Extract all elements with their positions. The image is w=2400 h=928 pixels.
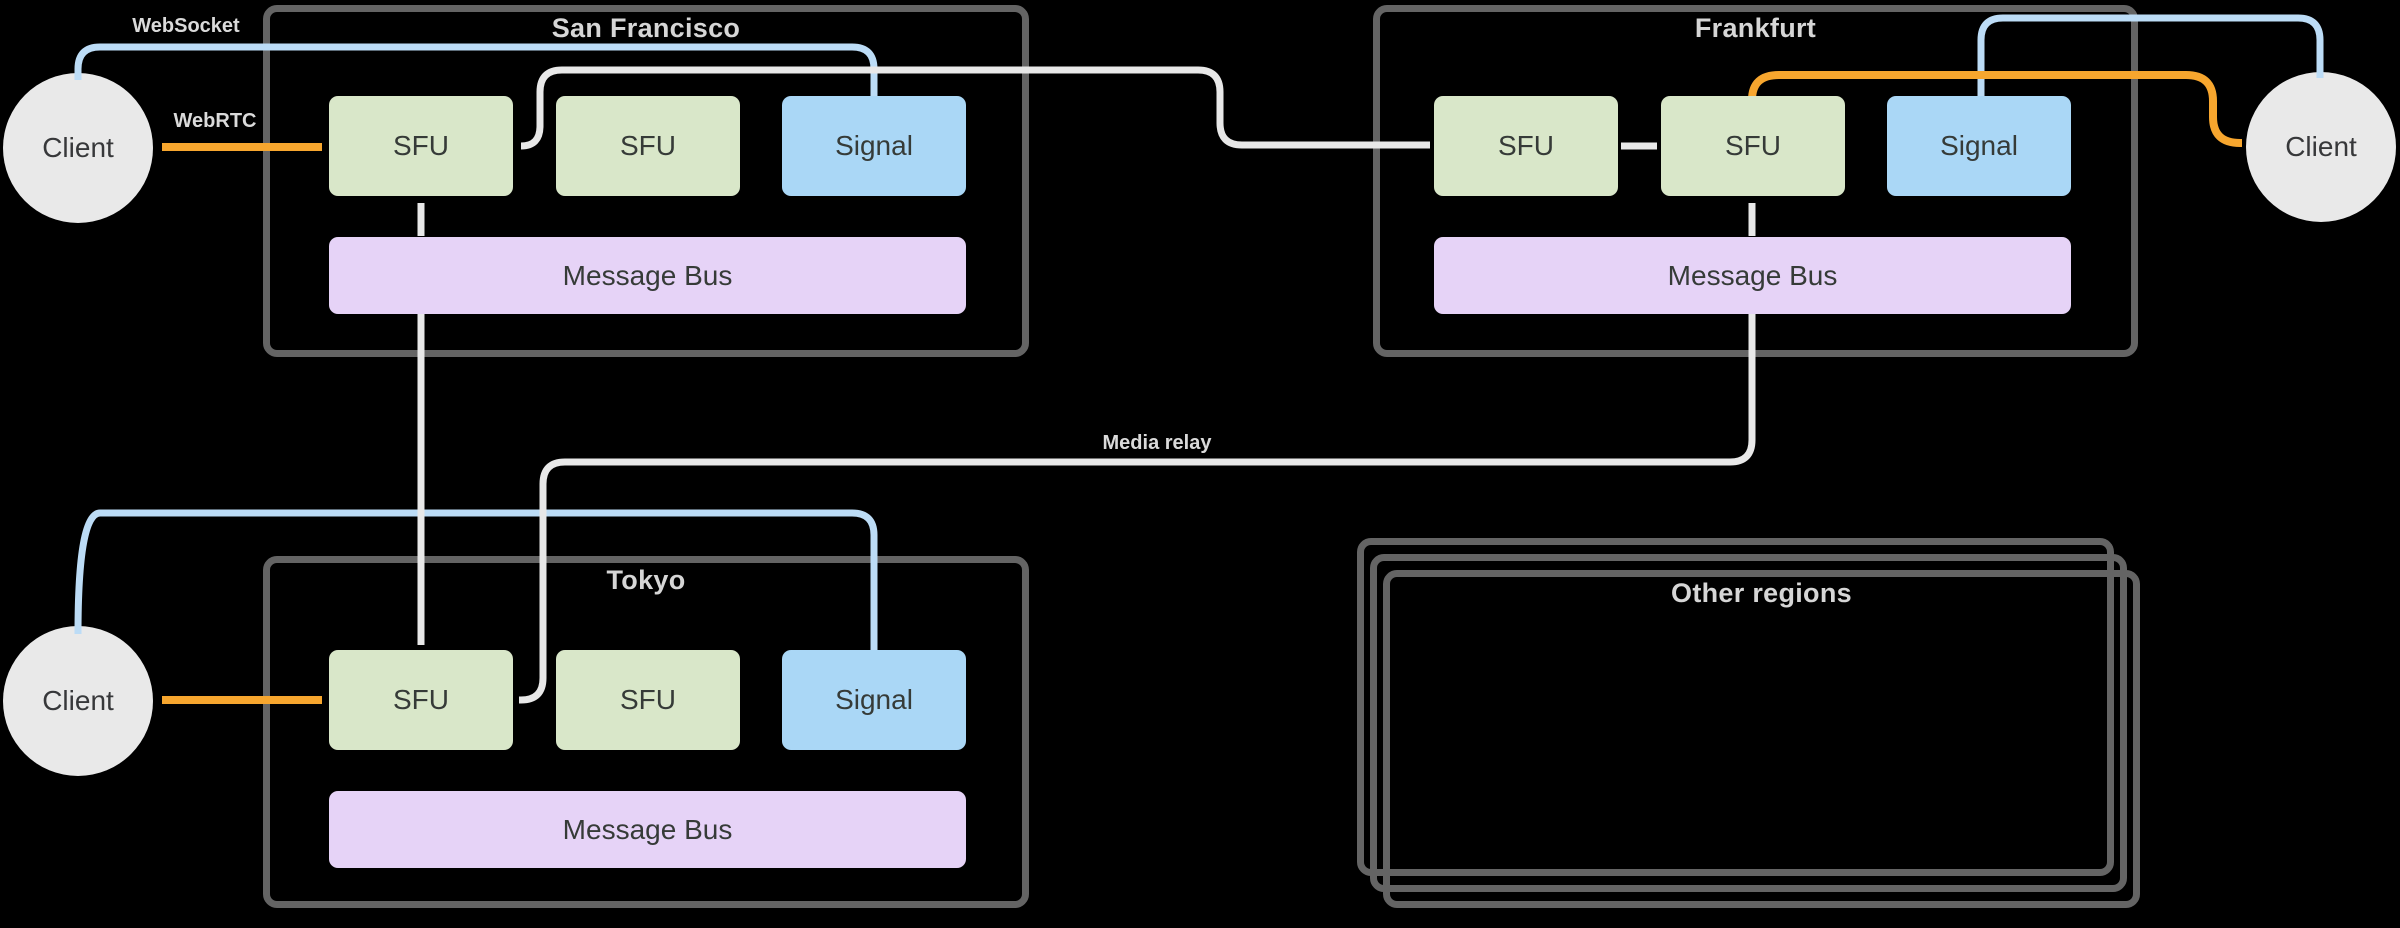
node-sf-message-bus: Message Bus <box>329 237 966 314</box>
node-sf-sfu-1: SFU <box>329 96 513 196</box>
client-node-tokyo: Client <box>3 626 153 776</box>
node-frankfurt-signal: Signal <box>1887 96 2071 196</box>
node-sf-sfu-2: SFU <box>556 96 740 196</box>
region-title-other-regions: Other regions <box>1671 578 1852 608</box>
region-title-frankfurt: Frankfurt <box>1694 13 1817 43</box>
client-label: Client <box>42 685 114 716</box>
edge-label-webrtc: WebRTC <box>173 110 257 132</box>
edge-websocket-frankfurt <box>1977 14 2324 100</box>
edge-label-websocket: WebSocket <box>132 15 240 37</box>
edge-websocket-tokyo <box>74 509 878 654</box>
edge-media-relay-frankfurt-tokyo <box>519 314 1756 704</box>
region-box-other-middle <box>1370 554 2127 892</box>
region-title-san-francisco: San Francisco <box>551 13 741 43</box>
node-tokyo-sfu-2: SFU <box>556 650 740 750</box>
client-node-san-francisco: Client <box>3 73 153 223</box>
edge-media-sf-frankfurt <box>520 66 1430 150</box>
node-frankfurt-sfu-2: SFU <box>1661 96 1845 196</box>
client-label: Client <box>42 132 114 163</box>
edge-websocket-san-francisco <box>74 43 878 100</box>
client-label: Client <box>2285 131 2357 162</box>
node-tokyo-signal: Signal <box>782 650 966 750</box>
node-sf-signal: Signal <box>782 96 966 196</box>
region-box-other-back <box>1357 538 2114 876</box>
edge-label-media-relay: Media relay <box>1102 432 1212 454</box>
region-box-tokyo <box>263 556 1029 908</box>
node-tokyo-sfu-1: SFU <box>329 650 513 750</box>
region-box-san-francisco <box>263 5 1029 357</box>
node-frankfurt-message-bus: Message Bus <box>1434 237 2071 314</box>
region-box-other-front <box>1383 570 2140 908</box>
edge-webrtc-frankfurt <box>1748 71 2242 147</box>
node-tokyo-message-bus: Message Bus <box>329 791 966 868</box>
client-node-frankfurt: Client <box>2246 72 2396 222</box>
node-frankfurt-sfu-1: SFU <box>1434 96 1618 196</box>
region-title-tokyo: Tokyo <box>606 565 686 595</box>
